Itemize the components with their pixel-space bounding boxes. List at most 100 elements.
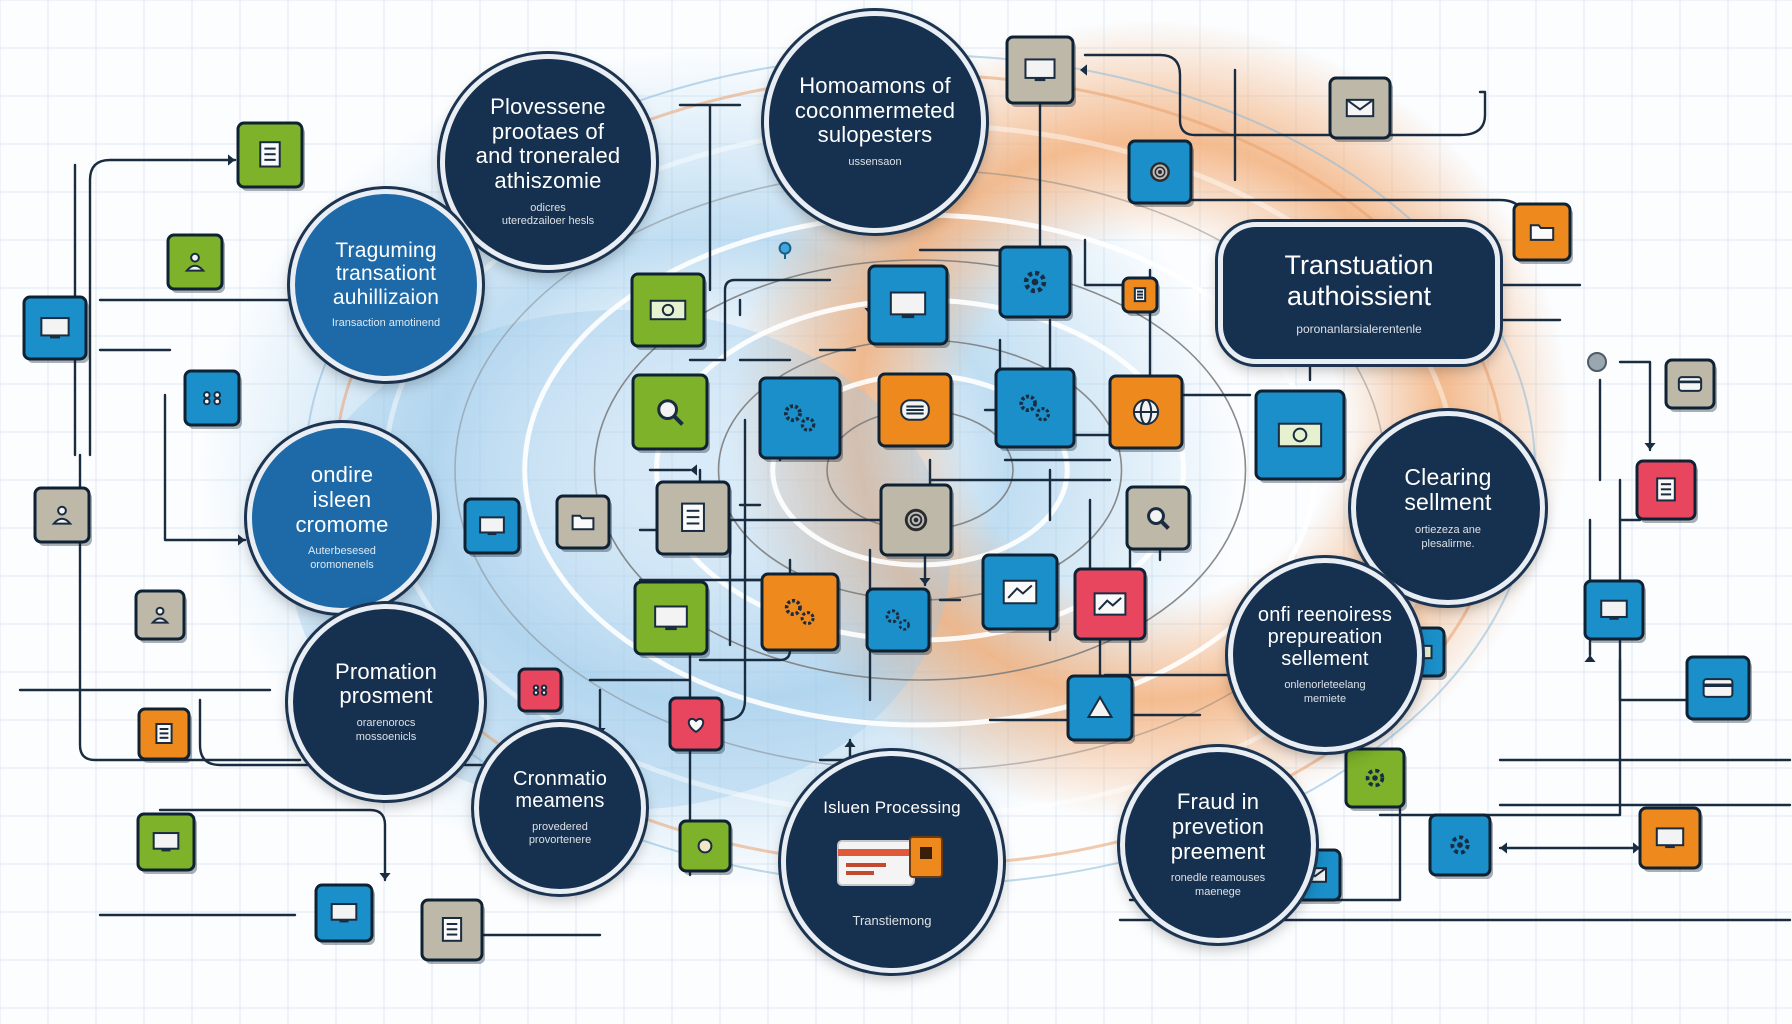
tile-device: [877, 372, 954, 450]
node-subtitle: Transtiemong: [852, 913, 932, 929]
tile-screen-right: [1583, 579, 1646, 643]
arrow-head: [919, 578, 931, 585]
node-transaction-authorization: Traguming transationt auhillizaion Irans…: [290, 189, 482, 381]
tile-cash: [630, 272, 707, 350]
tile-user-small: [134, 589, 187, 643]
node-processes: Plovessene prootaes of and troneraled at…: [440, 54, 656, 270]
tile-card-right: [1664, 358, 1717, 412]
node-subtitle: Iransaction amotinend: [331, 317, 441, 330]
tile-status: [678, 819, 733, 875]
arrow-head: [1584, 655, 1596, 662]
tile-gear-blue: [1428, 813, 1493, 879]
tile-terminal: [463, 497, 522, 557]
tile-user: [166, 233, 225, 293]
node-title: Isluen Processing: [823, 798, 961, 817]
connector: [688, 278, 832, 362]
node-homoamons: Homoamons of coconmermeted sulopesters u…: [764, 11, 986, 233]
node-title: Fraud in prevetion preement: [1170, 789, 1266, 864]
node-subtitle: orarenorocs mossoenicls: [355, 716, 417, 743]
location-pin-icon: [778, 241, 792, 255]
arrow-head: [1644, 443, 1656, 450]
gears-icon: [885, 609, 900, 624]
node-subtitle: onlenorleteelang memiete: [1284, 678, 1366, 705]
banknote-icon: [649, 299, 687, 321]
node-online-issuer: ondire isleen cromome Auterbesesed oromo…: [247, 423, 437, 613]
node-title: onfi reenoiress prepureation sellement: [1257, 603, 1393, 671]
tile-people: [183, 369, 242, 429]
marker-pin: [778, 241, 792, 259]
tile-gear-top: [998, 245, 1073, 321]
monitor-icon: [1655, 827, 1685, 847]
connector: [1378, 698, 1622, 817]
network-icon: [532, 684, 540, 691]
node-title: Transtuation authoissient: [1284, 249, 1434, 311]
arrow-head: [1080, 64, 1087, 76]
tile-folder: [555, 494, 612, 552]
node-subtitle: ortiezeza ane plesalirme.: [1414, 524, 1482, 550]
tile-note: [137, 707, 192, 763]
marker-pin-gray: [1587, 352, 1607, 372]
tile-gears-small: [865, 587, 932, 655]
tile-folder-right: [1512, 202, 1573, 264]
tile-alert: [1066, 674, 1135, 744]
tile-monitor-left: [22, 295, 89, 363]
node-subtitle: ronedle reamouses maenege: [1170, 872, 1266, 898]
monitor-icon: [654, 605, 688, 628]
tile-laptop-center: [633, 580, 710, 658]
tile-display: [867, 264, 950, 348]
gears-icon: [784, 404, 802, 423]
arrow-head: [1500, 842, 1507, 854]
warning-icon: [1086, 695, 1114, 718]
connector: [158, 808, 387, 882]
network-icon: [203, 391, 211, 399]
connector: [88, 158, 237, 457]
tile-tag: [1121, 276, 1160, 316]
tile-printer: [1635, 459, 1698, 523]
node-subtitle: poronanlarsialerentenle: [1296, 322, 1422, 337]
tile-screen: [314, 883, 375, 945]
gears-icon: [784, 598, 802, 616]
tile-heart: [668, 696, 725, 754]
card-icon: [1677, 376, 1703, 392]
node-title: Promation prosment: [334, 658, 438, 709]
connector: [1618, 360, 1652, 452]
tile-inspect: [1125, 485, 1192, 553]
card-icon: [1702, 678, 1734, 698]
tile-globe: [1108, 374, 1185, 452]
node-title: Plovessene prootaes of and troneraled at…: [475, 94, 621, 193]
search-icon: [657, 399, 679, 421]
monitor-icon: [1600, 599, 1628, 618]
folder-icon: [571, 514, 595, 531]
arrow-head: [1633, 842, 1640, 854]
heart-icon: [687, 717, 705, 734]
monitor-icon: [1024, 58, 1056, 79]
arrow-head: [228, 154, 235, 166]
monitor-icon: [40, 317, 70, 337]
connector: [78, 453, 302, 762]
tile-camera: [1127, 139, 1194, 207]
banknote-icon: [1277, 422, 1323, 448]
tile-search: [631, 373, 710, 453]
tile-gears-blue: [758, 376, 843, 462]
node-title: Traguming transationt auhillizaion: [332, 238, 440, 309]
tile-envelope: [1328, 76, 1393, 142]
node-subtitle: Auterbesesed oromonenels: [308, 545, 376, 571]
node-subtitle: provedered provortenere: [528, 820, 592, 847]
monitor-icon: [152, 832, 180, 850]
tile-statement: [655, 480, 732, 558]
tile-payment: [1254, 389, 1347, 483]
connector: [698, 418, 747, 722]
node-promation-prosment: Promation prosment orarenorocs mossoenic…: [288, 604, 484, 800]
tile-document: [236, 121, 305, 191]
monitor-icon: [479, 516, 505, 534]
gear-icon: [1023, 270, 1047, 294]
user-icon: [190, 252, 200, 263]
monitor-icon: [330, 903, 358, 921]
node-transtuation-authoissient: Transtuation authoissient poronanlarsial…: [1218, 222, 1500, 364]
node-title: ondire isleen cromome: [295, 462, 389, 537]
arrow-head: [690, 464, 697, 476]
tile-card-blue: [1685, 655, 1752, 723]
gear-icon: [1365, 768, 1385, 788]
